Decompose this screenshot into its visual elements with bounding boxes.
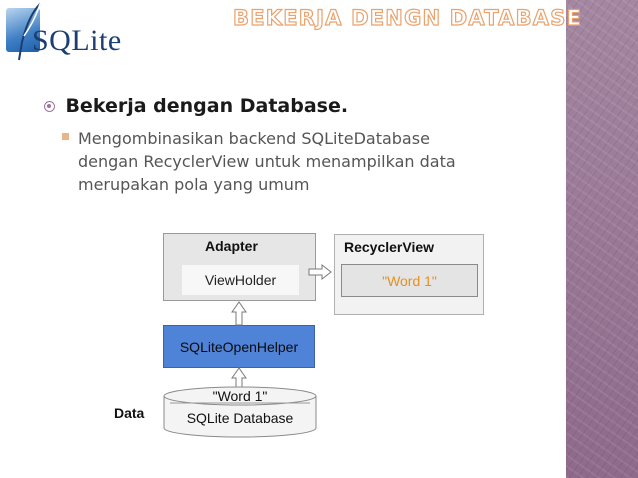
database-cylinder — [163, 386, 317, 438]
logo-text: SQLite — [32, 24, 122, 57]
slide-title: BEKERJA DENGN DATABASE — [232, 5, 583, 30]
data-label: Data — [114, 405, 145, 421]
main-bullet-text: Bekerja dengan Database. — [65, 95, 349, 117]
database-label: SQLite Database — [187, 410, 294, 426]
sub-bullet-line: Mengombinasikan backend SQLiteDatabase — [78, 129, 430, 148]
helper-label: SQLiteOpenHelper — [179, 338, 299, 355]
recycler-item-text: "Word 1" — [382, 272, 437, 289]
adapter-label: Adapter — [205, 238, 258, 254]
circle-bullet-icon — [44, 101, 55, 112]
right-arrow-icon — [308, 263, 332, 281]
feather-quill-icon — [18, 3, 41, 61]
viewholder-label: ViewHolder — [204, 272, 277, 288]
feather-icon — [6, 8, 40, 52]
sub-bullet: Mengombinasikan backend SQLiteDatabase d… — [62, 127, 552, 196]
sub-bullet-line: merupakan pola yang umum — [78, 175, 310, 194]
viewholder-box: ViewHolder — [182, 265, 299, 295]
up-arrow-icon — [231, 301, 247, 326]
sqlite-logo: SQLite — [2, 2, 137, 64]
decorative-side-strip — [566, 0, 638, 478]
database-row-text: "Word 1" — [213, 388, 268, 404]
sub-bullet-line: dengan RecyclerView untuk menampilkan da… — [78, 152, 456, 171]
recycler-item-box: "Word 1" — [341, 264, 478, 297]
adapter-box: Adapter ViewHolder — [163, 233, 316, 301]
recyclerview-label: RecyclerView — [344, 239, 435, 255]
main-bullet: Bekerja dengan Database. — [44, 95, 348, 117]
recyclerview-box: RecyclerView "Word 1" — [334, 234, 484, 315]
square-bullet-icon — [62, 133, 69, 140]
